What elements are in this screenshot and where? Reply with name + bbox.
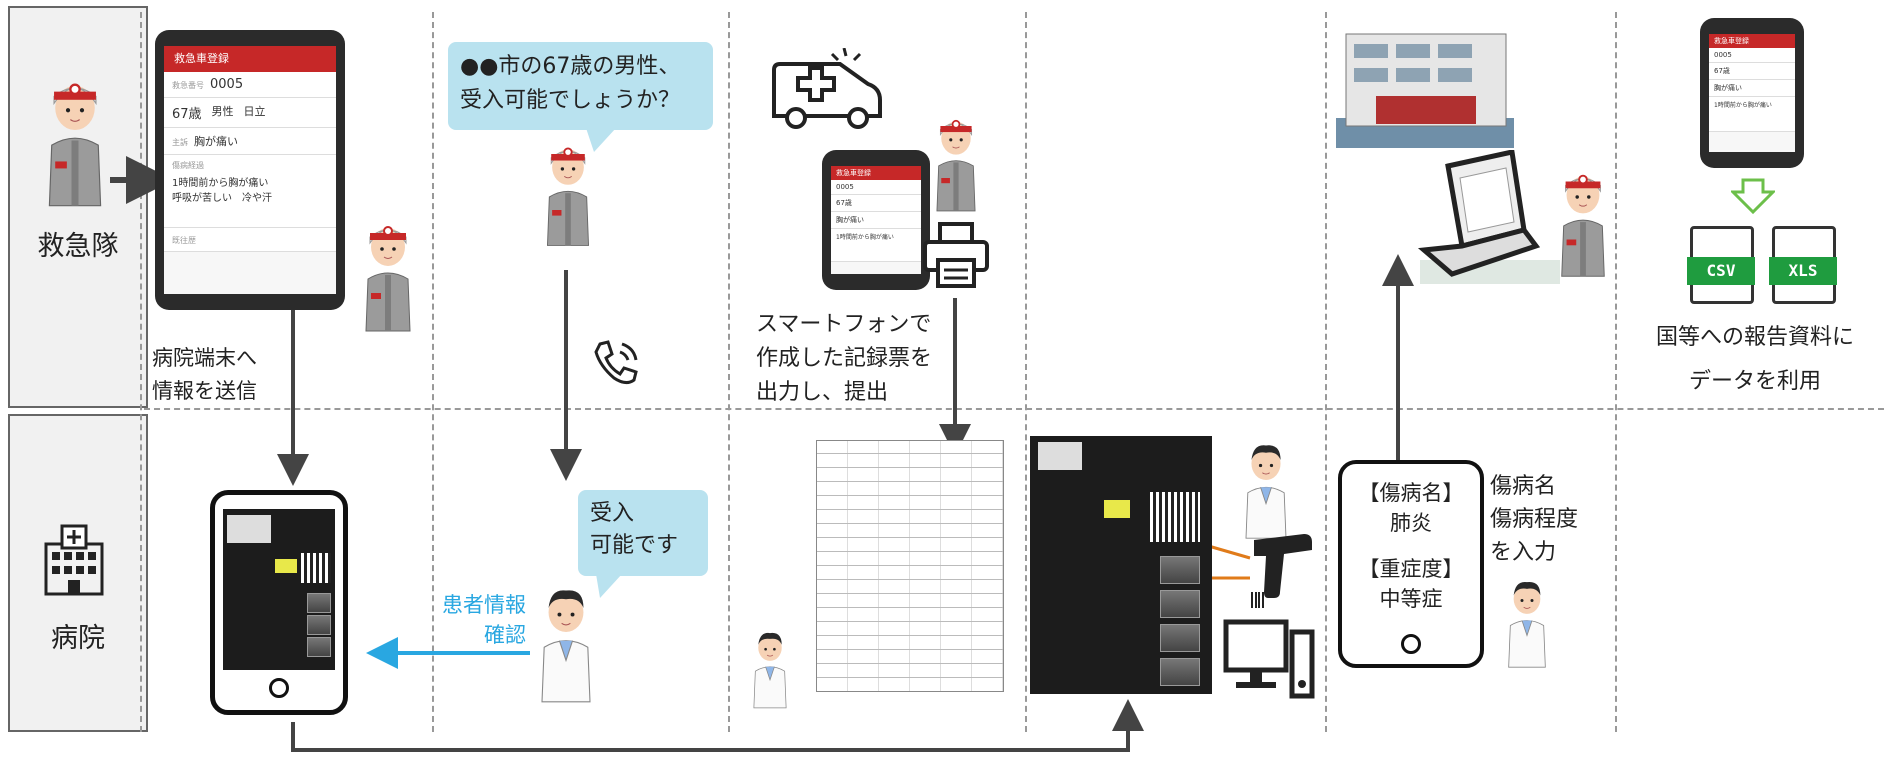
laptop-icon — [1417, 150, 1560, 284]
medic-icon — [1554, 170, 1612, 280]
print-caption: スマートフォンで 作成した記録票を 出力し、提出 — [756, 312, 933, 405]
report-caption: 国等への報告資料に データを利用 — [1655, 325, 1854, 394]
lane-hospital-label: 病院 — [51, 623, 105, 654]
diagnosis-value: 肺炎 — [1390, 511, 1432, 535]
diagnosis-input-caption: 傷病名 傷病程度 を入力 — [1490, 474, 1579, 565]
form-demographics: 67歳 男性 日立 — [164, 98, 336, 128]
form-header: 救急車登録 — [164, 46, 336, 72]
doctor-icon — [748, 628, 792, 710]
form-extra-field: 既往歴 — [164, 228, 336, 252]
medic-icon — [540, 142, 596, 250]
xls-file-icon: XLS — [1769, 226, 1837, 304]
column-divider — [1325, 12, 1327, 732]
arrow-bottom-connector — [291, 699, 1144, 752]
hospital-photo — [1336, 33, 1514, 148]
column-divider — [1025, 12, 1027, 732]
column-divider — [728, 12, 730, 732]
lane-hospital: 病院 — [8, 414, 148, 732]
lane-ambulance: 救急隊 — [8, 6, 148, 408]
patient-info-label: 患者情報 確認 — [442, 593, 526, 647]
bubble-tail — [586, 128, 616, 152]
export-smartphone: 救急車登録 0005 67歳 胸が痛い 1時間前から胸が痛い — [1700, 18, 1804, 168]
csv-file-icon: CSV — [1687, 226, 1755, 304]
hospital-building-icon — [44, 524, 104, 596]
lane-ambulance-label: 救急隊 — [37, 231, 119, 262]
inquiry-bubble: ●●市の67歳の男性、 受入可能でしょうか？ — [448, 42, 713, 130]
column-divider — [432, 12, 434, 732]
severity-label: 【重症度】 — [1358, 557, 1464, 581]
desktop-pc-icon — [1223, 619, 1315, 699]
printer-icon — [923, 222, 989, 288]
doctor-on-phone-icon — [530, 584, 602, 704]
medic-icon — [930, 116, 982, 214]
form-symptom-field: 主訴胸が痛い — [164, 128, 336, 155]
hospital-tablet — [210, 490, 348, 715]
patient-record-screen — [1030, 436, 1212, 694]
medic-icon — [358, 222, 418, 334]
acceptance-bubble: 受入 可能です — [578, 490, 708, 576]
lane-divider — [144, 408, 1884, 410]
send-caption: 病院端末へ 情報を送信 — [152, 346, 257, 403]
doctor-icon — [1502, 576, 1552, 670]
bubble-tail — [596, 574, 622, 598]
column-divider — [1615, 12, 1617, 732]
barcode-scanner-icon — [1251, 534, 1312, 608]
phone-ringing-icon — [594, 340, 638, 385]
diagnosis-label: 【傷病名】 — [1358, 481, 1464, 505]
ambulance-icon — [772, 48, 882, 129]
record-sheet — [816, 440, 1004, 692]
record-smartphone: 救急車登録 0005 67歳 胸が痛い 1時間前から胸が痛い — [822, 150, 930, 290]
severity-value: 中等症 — [1379, 587, 1443, 611]
form-history-field: 傷病経過 1時間前から胸が痛い 呼吸が苦しい 冷や汗 — [164, 155, 336, 228]
column-divider — [140, 12, 142, 732]
doctor-icon — [1238, 440, 1294, 540]
diagnosis-tablet: 【傷病名】 肺炎 【重症度】 中等症 — [1338, 460, 1484, 668]
down-arrow-icon — [1731, 178, 1775, 214]
